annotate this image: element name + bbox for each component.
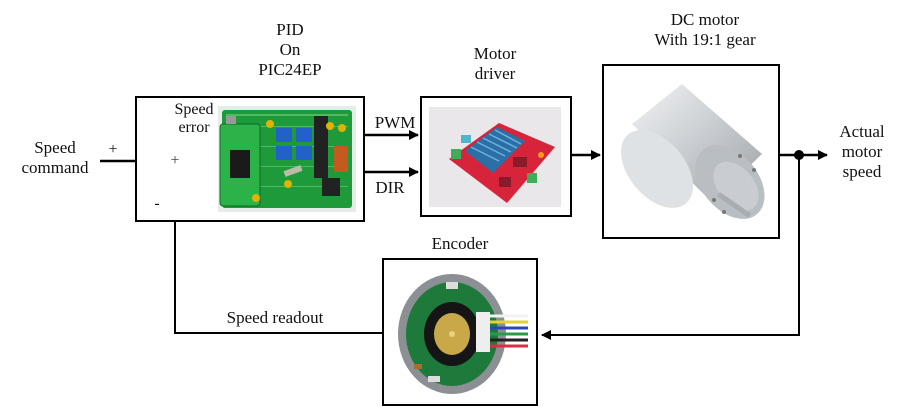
speed-command-line-1: Speed — [34, 138, 76, 157]
summing-junction-symbol: + — [170, 152, 180, 169]
speed-command-label: Speed command — [10, 138, 100, 178]
speed-error-line-1: Speed — [174, 101, 214, 118]
feedback-wire-right — [541, 155, 800, 340]
speed-error-label: Speed error — [166, 101, 222, 137]
dc-motor-photo — [620, 84, 765, 219]
speed-readout-label: Speed readout — [226, 308, 324, 327]
controller-title-line-2: On — [279, 40, 301, 59]
driver-board-photo — [429, 107, 561, 207]
controller-title-line-1: PID — [276, 20, 304, 39]
encoder-photo — [398, 274, 528, 394]
driver-title-line-2: driver — [474, 64, 516, 83]
driver-title-line-1: Motor — [473, 44, 517, 63]
motor-title: DC motor With 19:1 gear — [620, 10, 790, 50]
dir-label: DIR — [375, 178, 405, 197]
output-line-3: speed — [842, 162, 882, 181]
motor-title-line-2: With 19:1 gear — [654, 30, 756, 49]
pid-board-photo — [218, 106, 356, 212]
controller-title: PID On PIC24EP — [235, 20, 345, 80]
plus-sign: + — [108, 141, 118, 158]
speed-command-line-2: command — [21, 158, 89, 177]
pwm-label: PWM — [374, 113, 416, 132]
minus-sign: - — [154, 195, 160, 212]
feedback-wire-left — [170, 179, 382, 334]
output-line-2: motor — [841, 142, 883, 161]
output-label: Actual motor speed — [826, 122, 898, 182]
output-line-1: Actual — [839, 122, 885, 141]
driver-title: Motor driver — [445, 44, 545, 84]
controller-title-line-3: PIC24EP — [258, 60, 322, 79]
encoder-title: Encoder — [431, 234, 489, 253]
speed-error-line-2: error — [178, 119, 210, 136]
motor-title-line-1: DC motor — [670, 10, 740, 29]
